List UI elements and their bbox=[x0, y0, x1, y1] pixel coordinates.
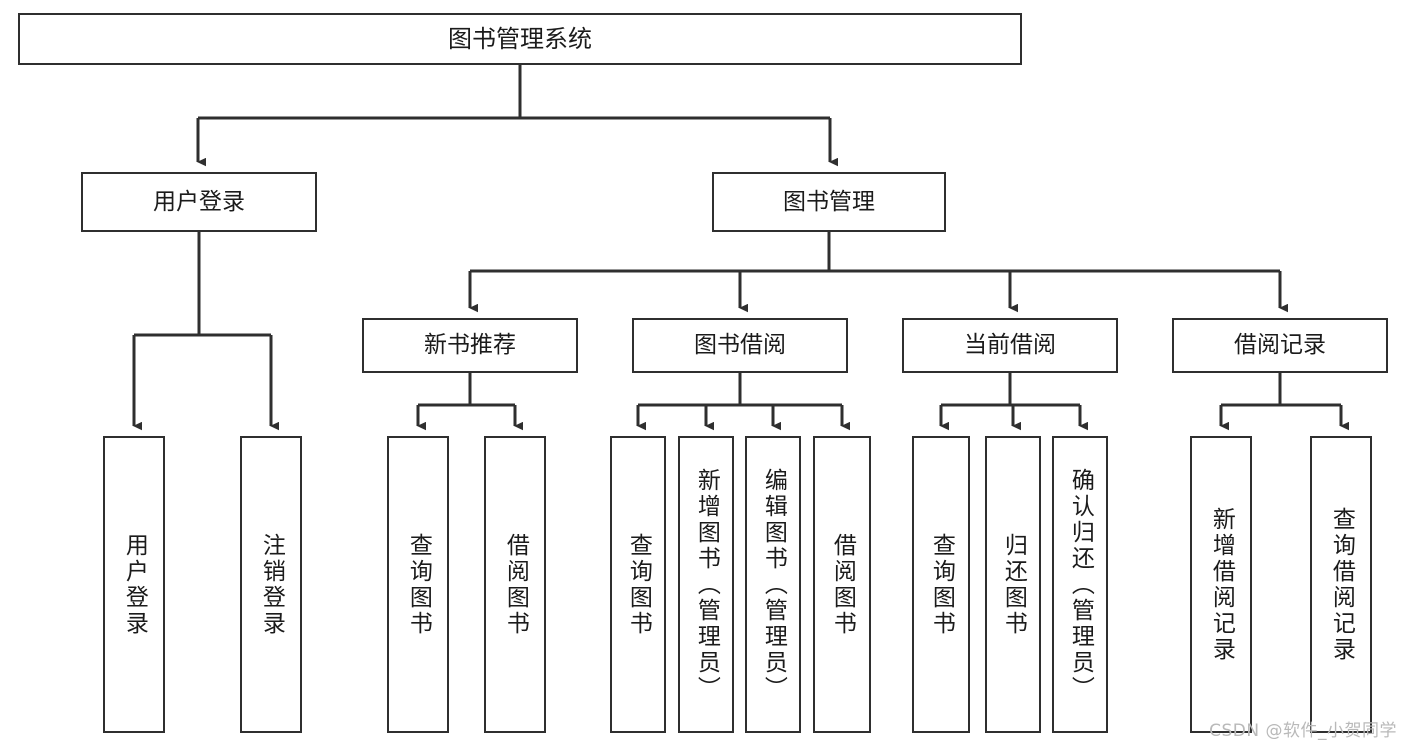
node-leaf-1-label: 注销登录 bbox=[258, 532, 285, 637]
node-level3-3-label: 借阅记录 bbox=[1234, 332, 1326, 359]
node-level2-0[interactable]: 用户登录 bbox=[81, 172, 317, 232]
node-leaf-6[interactable]: 编辑图书（管理员） bbox=[745, 436, 801, 733]
node-leaf-3[interactable]: 借阅图书 bbox=[484, 436, 546, 733]
node-level3-0-label: 新书推荐 bbox=[424, 332, 516, 359]
watermark-text: CSDN @软件_小贺同学 bbox=[1209, 721, 1397, 741]
node-leaf-6-label: 编辑图书（管理员） bbox=[760, 467, 787, 702]
node-leaf-1[interactable]: 注销登录 bbox=[240, 436, 302, 733]
node-leaf-2[interactable]: 查询图书 bbox=[387, 436, 449, 733]
node-level3-3[interactable]: 借阅记录 bbox=[1172, 318, 1388, 373]
node-leaf-9[interactable]: 归还图书 bbox=[985, 436, 1041, 733]
node-level3-1[interactable]: 图书借阅 bbox=[632, 318, 848, 373]
node-level3-2-label: 当前借阅 bbox=[964, 332, 1056, 359]
node-leaf-9-label: 归还图书 bbox=[1000, 532, 1027, 637]
node-leaf-12-label: 查询借阅记录 bbox=[1328, 506, 1355, 663]
node-leaf-10-label: 确认归还（管理员） bbox=[1067, 467, 1094, 702]
node-leaf-8[interactable]: 查询图书 bbox=[912, 436, 970, 733]
node-leaf-4[interactable]: 查询图书 bbox=[610, 436, 666, 733]
node-leaf-4-label: 查询图书 bbox=[625, 532, 652, 637]
node-leaf-2-label: 查询图书 bbox=[405, 532, 432, 637]
node-level3-2[interactable]: 当前借阅 bbox=[902, 318, 1118, 373]
node-leaf-11[interactable]: 新增借阅记录 bbox=[1190, 436, 1252, 733]
node-leaf-8-label: 查询图书 bbox=[928, 532, 955, 637]
node-leaf-0[interactable]: 用户登录 bbox=[103, 436, 165, 733]
node-leaf-12[interactable]: 查询借阅记录 bbox=[1310, 436, 1372, 733]
node-leaf-11-label: 新增借阅记录 bbox=[1208, 506, 1235, 663]
node-leaf-5-label: 新增图书（管理员） bbox=[693, 467, 720, 702]
node-level2-1[interactable]: 图书管理 bbox=[712, 172, 946, 232]
node-root-label: 图书管理系统 bbox=[448, 25, 592, 53]
node-level2-0-label: 用户登录 bbox=[153, 188, 245, 215]
node-leaf-10[interactable]: 确认归还（管理员） bbox=[1052, 436, 1108, 733]
node-level3-1-label: 图书借阅 bbox=[694, 332, 786, 359]
node-leaf-0-label: 用户登录 bbox=[121, 532, 148, 637]
node-level2-1-label: 图书管理 bbox=[783, 188, 875, 215]
node-root[interactable]: 图书管理系统 bbox=[18, 13, 1022, 65]
node-leaf-3-label: 借阅图书 bbox=[502, 532, 529, 637]
node-level3-0[interactable]: 新书推荐 bbox=[362, 318, 578, 373]
node-leaf-5[interactable]: 新增图书（管理员） bbox=[678, 436, 734, 733]
node-leaf-7[interactable]: 借阅图书 bbox=[813, 436, 871, 733]
node-leaf-7-label: 借阅图书 bbox=[829, 532, 856, 637]
